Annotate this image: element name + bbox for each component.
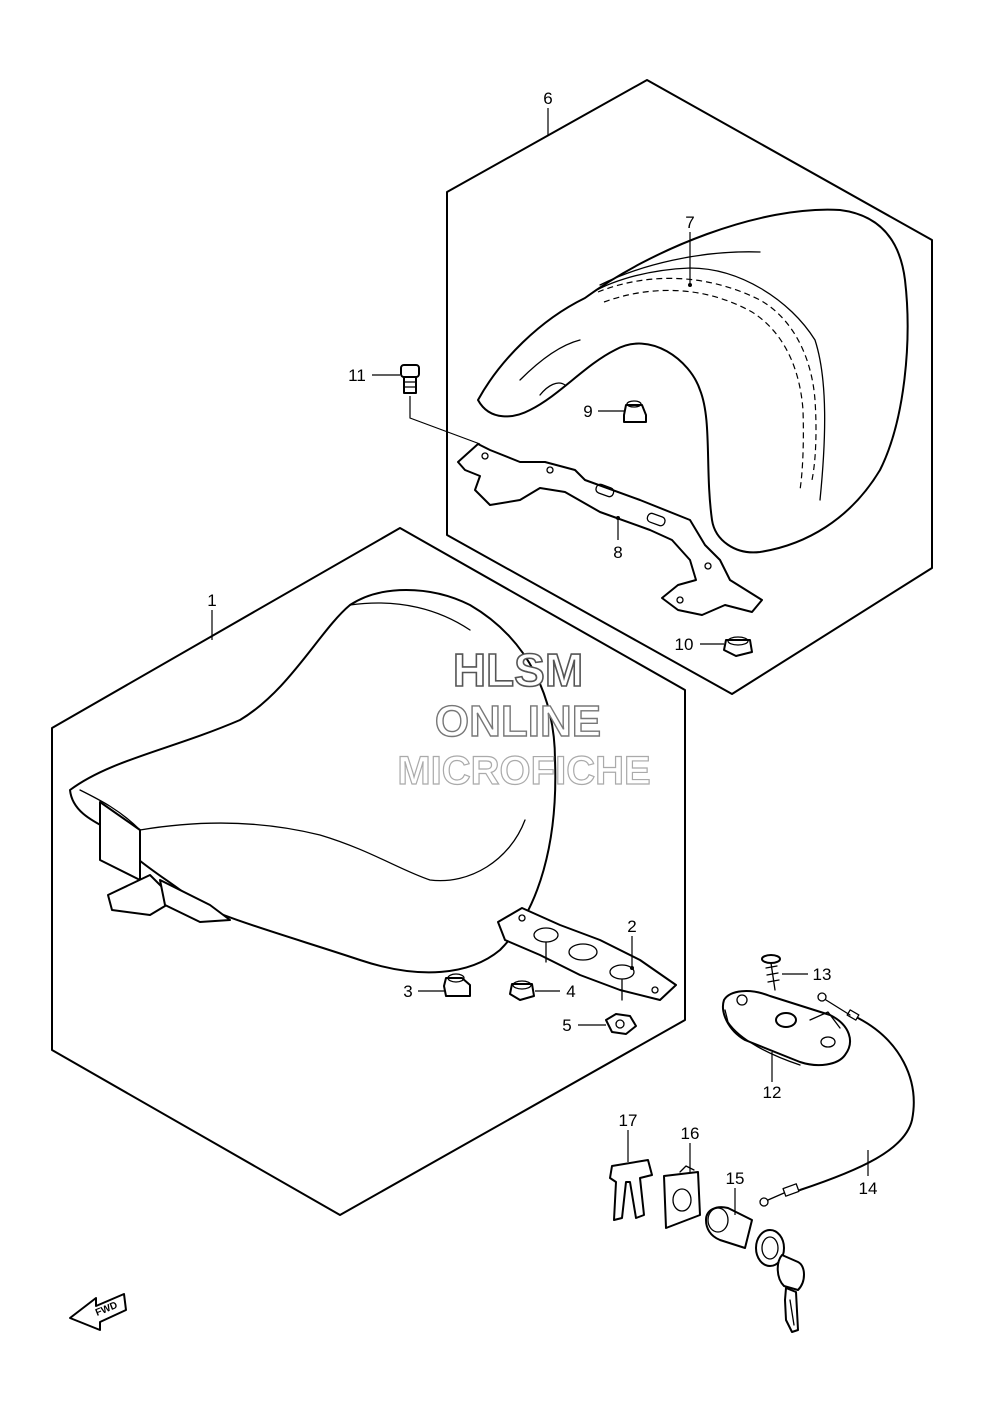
screw-13[interactable]: [761, 954, 781, 991]
callout-13: 13: [813, 965, 832, 984]
seat-lock-cable-14[interactable]: [759, 992, 915, 1207]
bolt-11[interactable]: [400, 364, 420, 394]
cushion-3[interactable]: [443, 973, 471, 997]
fwd-arrow-icon: FWD: [69, 1293, 127, 1331]
callout-8: 8: [613, 543, 622, 562]
callout-4: 4: [566, 982, 575, 1001]
seat-lock-12[interactable]: [722, 990, 851, 1067]
nut-4[interactable]: [509, 980, 535, 1001]
callout-numbers: 6 7 11 9 8 10 1 2 3 4 5 13 12 14 15 16 1…: [207, 89, 877, 1198]
callout-17: 17: [619, 1111, 638, 1130]
callout-2: 2: [627, 917, 636, 936]
callout-3: 3: [403, 982, 412, 1001]
rear-seat-cushion[interactable]: [477, 208, 909, 554]
callout-10: 10: [675, 635, 694, 654]
callout-14: 14: [859, 1179, 878, 1198]
seat-lock-cylinder-15[interactable]: [705, 1206, 785, 1267]
front-seat-bracket[interactable]: [497, 907, 677, 1001]
cushion-9[interactable]: [623, 400, 647, 423]
callout-15: 15: [726, 1169, 745, 1188]
callout-5: 5: [562, 1016, 571, 1035]
rear-seat-group-frame: [446, 79, 933, 695]
front-seat-group-frame: [51, 527, 686, 1216]
callout-12: 12: [763, 1083, 782, 1102]
callout-6: 6: [543, 89, 552, 108]
watermark-line1: HLSM: [453, 644, 583, 696]
plate-16[interactable]: [663, 1165, 701, 1229]
rear-seat-bracket[interactable]: [457, 443, 763, 616]
callout-1: 1: [207, 591, 216, 610]
front-seat[interactable]: [69, 589, 557, 974]
clip-17[interactable]: [609, 1159, 653, 1221]
key[interactable]: [776, 1254, 805, 1333]
callout-9: 9: [583, 402, 592, 421]
bolt-11-assembly-line: [409, 396, 481, 445]
watermark-line2: ONLINE: [435, 697, 601, 746]
leader-lines: [211, 108, 869, 1215]
watermark: HLSM ONLINE MICROFICHE: [397, 643, 652, 793]
callout-16: 16: [681, 1124, 700, 1143]
watermark-line3: MICROFICHE: [397, 749, 650, 793]
nut-10[interactable]: [723, 636, 753, 657]
callout-7: 7: [685, 213, 694, 232]
callout-11: 11: [348, 366, 366, 385]
nut-5[interactable]: [605, 1013, 637, 1035]
